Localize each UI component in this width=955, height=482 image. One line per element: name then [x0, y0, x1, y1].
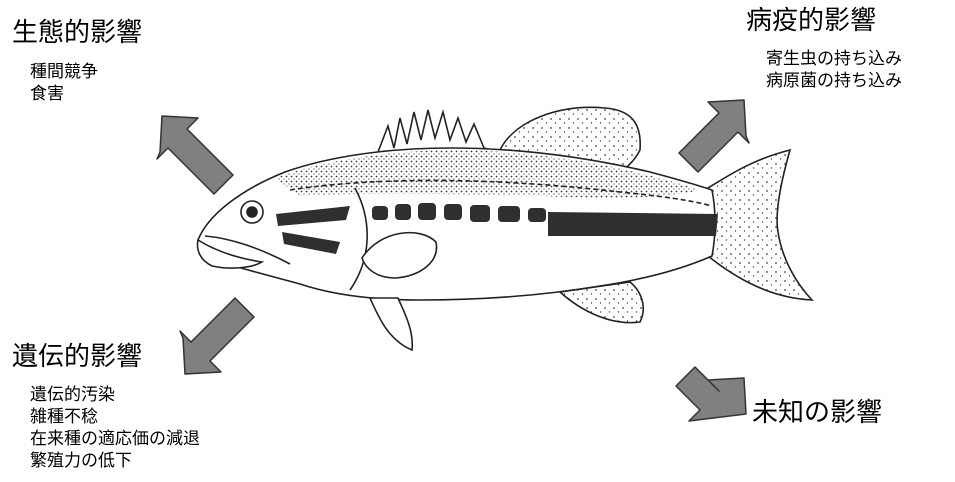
list-item: 寄生虫の持ち込み: [766, 48, 902, 70]
arrow-lower-right: [676, 367, 746, 421]
list-item: 雑種不稔: [30, 406, 200, 428]
ecological-impact-title: 生態的影響: [12, 18, 142, 48]
ecological-impact-list: 種間競争 食害: [30, 61, 98, 105]
list-item: 病原菌の持ち込み: [766, 70, 902, 92]
disease-impact-list: 寄生虫の持ち込み 病原菌の持ち込み: [766, 48, 902, 92]
genetic-impact-list: 遺伝的汚染 雑種不稔 在来種の適応価の減退 繁殖力の低下: [30, 384, 200, 472]
list-item: 遺伝的汚染: [30, 384, 200, 406]
disease-impact-title: 病疫的影響: [746, 6, 876, 36]
pupil: [247, 207, 257, 217]
list-item: 在来種の適応価の減退: [30, 428, 200, 450]
list-item: 繁殖力の低下: [30, 450, 200, 472]
arrow-upper-right: [679, 100, 749, 172]
genetic-impact-title: 遺伝的影響: [12, 342, 142, 372]
unknown-impact-title: 未知の影響: [752, 398, 882, 428]
arrow-upper-left: [157, 116, 233, 194]
arrow-lower-left: [180, 298, 254, 374]
pelvic-fin: [370, 298, 412, 350]
list-item: 種間競争: [30, 61, 98, 83]
tail-fin: [708, 150, 812, 300]
list-item: 食害: [30, 83, 98, 105]
dorsal-fin-spiny: [378, 110, 500, 152]
